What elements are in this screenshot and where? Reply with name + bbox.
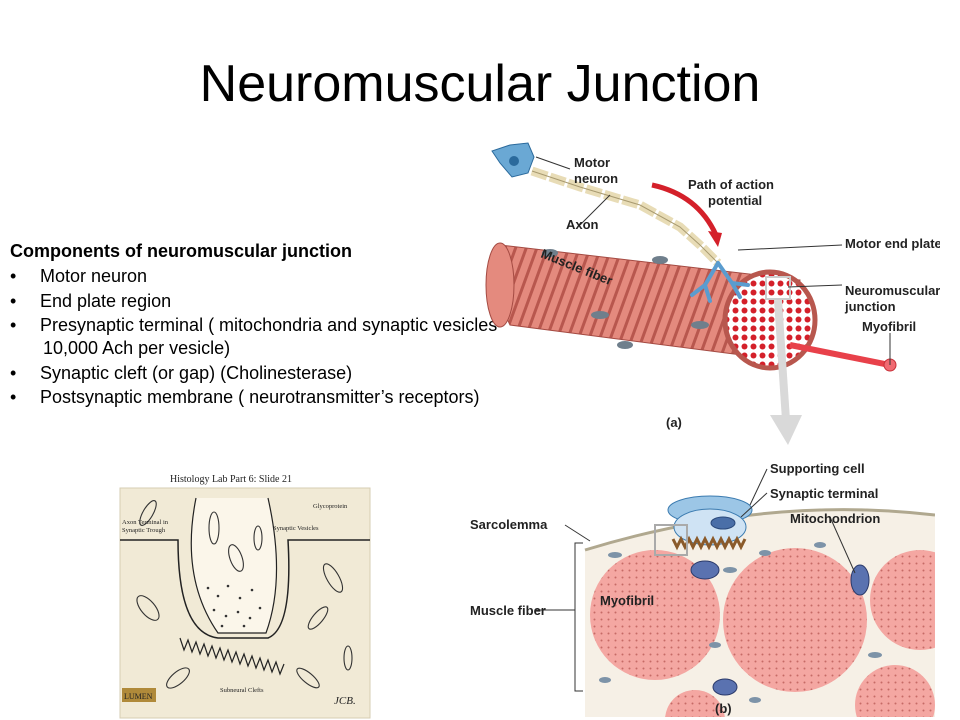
label-path-1: Path of action xyxy=(688,177,774,192)
label-subneural-clefts: Subneural Clefts xyxy=(220,687,264,694)
axon-outline xyxy=(531,170,719,264)
myofibril-circle xyxy=(590,550,720,680)
figure-b-diagram: Supporting cell Synaptic terminal Mitoch… xyxy=(470,461,935,717)
muscle-fiber-bracket xyxy=(574,542,583,692)
synaptic-vesicles xyxy=(206,584,262,628)
label-nmj-2: junction xyxy=(844,299,896,314)
leader-lines xyxy=(535,468,856,611)
myofibril-circle xyxy=(855,665,935,717)
label-panel-b: (b) xyxy=(715,701,732,716)
label-supporting-cell: Supporting cell xyxy=(770,461,865,476)
histology-title: Histology Lab Part 6: Slide 21 xyxy=(170,474,292,485)
label-motor-neuron-2: neuron xyxy=(574,171,618,186)
mitochondrion xyxy=(712,678,738,696)
label-path-2: potential xyxy=(708,193,762,208)
label-synaptic-vesicles: Synaptic Vesicles xyxy=(273,525,319,532)
zoom-arrow xyxy=(774,299,790,421)
label-sarcolemma: Sarcolemma xyxy=(470,517,548,532)
label-muscle-fiber-b: Muscle fiber xyxy=(470,603,546,618)
muscle-tissue xyxy=(585,509,935,717)
mitochondrion xyxy=(850,564,870,596)
label-nmj-1: Neuromuscular xyxy=(845,283,940,298)
nucleus xyxy=(652,256,668,264)
neuron-nucleus xyxy=(509,156,519,166)
label-axon: Axon xyxy=(566,217,599,232)
nerve-terminal xyxy=(690,261,750,303)
components-list: Components of neuromuscular junction Mot… xyxy=(10,240,630,411)
lumen-logo xyxy=(122,688,156,702)
detail-highlight xyxy=(654,524,688,556)
leader-lines xyxy=(535,156,891,365)
label-synaptic-terminal: Synaptic terminal xyxy=(770,486,878,501)
muscle-fiber-top xyxy=(485,242,515,328)
components-heading: Components of neuromuscular junction xyxy=(10,241,353,261)
lumen-logo-text: LUMEN xyxy=(124,692,153,701)
list-item: End plate region xyxy=(10,290,630,313)
list-item: Motor neuron xyxy=(10,265,630,288)
histology-drawing: Histology Lab Part 6: Slide 21 Glycoprot… xyxy=(119,474,371,719)
list-item: Synaptic cleft (or gap) (Cholinesterase) xyxy=(10,362,630,385)
myofibril-strand xyxy=(789,342,891,368)
sarcolemma xyxy=(584,508,935,552)
label-myofibril-b: Myofibril xyxy=(600,593,654,608)
zoom-arrowhead xyxy=(770,415,802,445)
label-axon-terminal-2: Synaptic Trough xyxy=(122,527,166,534)
figure-b: Supporting cell Synaptic terminal Mitoch… xyxy=(465,455,935,717)
mitochondrion xyxy=(710,516,736,530)
label-motor-end-plate: Motor end plate xyxy=(845,236,940,251)
subneural-clefts xyxy=(179,637,285,676)
nucleus xyxy=(591,311,609,319)
action-potential-arrow xyxy=(651,182,719,237)
label-axon-terminal-1: Axon Terminal in xyxy=(122,519,169,526)
small-nuclei xyxy=(599,542,882,703)
figure-a-diagram: Motor neuron Path of action potential Ax… xyxy=(485,142,940,445)
histology-figure: Histology Lab Part 6: Slide 21 Glycoprot… xyxy=(118,468,372,720)
nucleus xyxy=(691,321,709,329)
mitochondria-sketch xyxy=(136,500,353,689)
label-panel-a: (a) xyxy=(666,415,682,430)
label-glycoprotein: Glycoprotein xyxy=(313,503,348,510)
nucleus xyxy=(542,249,558,257)
nucleus xyxy=(617,341,633,349)
label-motor-neuron-1: Motor xyxy=(574,155,610,170)
label-mitochondrion: Mitochondrion xyxy=(790,511,880,526)
end-plate-folds xyxy=(671,535,747,551)
list-item: Presynaptic terminal ( mitochondria and … xyxy=(10,314,630,360)
myofibril-circle xyxy=(870,550,935,650)
action-potential-arrowhead xyxy=(708,231,722,247)
axon-terminal xyxy=(190,497,278,634)
label-myofibril: Myofibril xyxy=(862,319,916,334)
myofibril-circle xyxy=(723,548,867,692)
bullet-list: Motor neuron End plate region Presynapti… xyxy=(10,265,630,409)
list-item-continuation: 10,000 Ach per vesicle) xyxy=(43,338,231,358)
signature: JCB. xyxy=(334,695,356,707)
junction-highlight xyxy=(765,276,791,300)
list-item: Postsynaptic membrane ( neurotransmitter… xyxy=(10,386,630,409)
page-title: Neuromuscular Junction xyxy=(199,55,761,113)
figure-a: Motor neuron Path of action potential Ax… xyxy=(470,135,940,445)
myofibril-circle xyxy=(665,690,725,717)
membrane-line xyxy=(120,539,370,639)
mitochondrion xyxy=(690,560,720,580)
